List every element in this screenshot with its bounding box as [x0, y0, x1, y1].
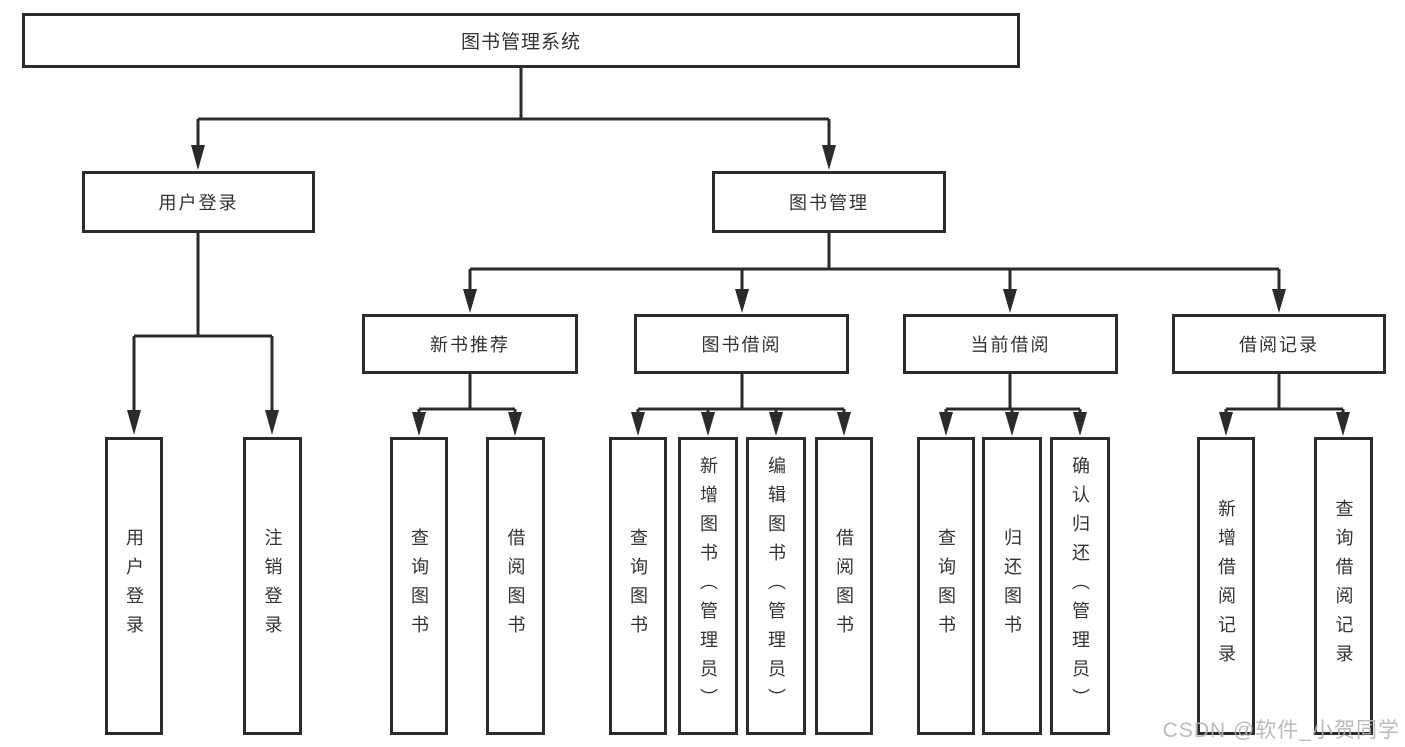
node-label: 归还图书: [1002, 528, 1022, 644]
node-label: 图书管理系统: [460, 32, 581, 53]
node-label: 查询图书: [409, 528, 429, 644]
leaf-query-borrow-record: 查询借阅记录: [1314, 437, 1373, 735]
leaf-borrow-books-recommend: 借阅图书: [486, 437, 545, 735]
arrowheads-book-management-children: [463, 289, 1286, 313]
leaf-confirm-return-admin: 确认归还（管理员）: [1050, 437, 1110, 735]
node-library-management-system: 图书管理系统: [22, 13, 1020, 68]
arrowheads-borrowing-records-children: [1219, 412, 1350, 436]
node-label: 图书管理: [789, 193, 869, 213]
node-current-borrowing: 当前借阅: [903, 314, 1118, 374]
node-label: 查询图书: [628, 528, 648, 644]
node-label: 新书推荐: [430, 335, 510, 355]
arrowheads-user-login-children: [127, 410, 279, 435]
leaf-add-book-admin: 新增图书（管理员）: [678, 437, 738, 735]
leaf-query-books-borrowing: 查询图书: [609, 437, 667, 735]
connector-current-borrowing-children: [944, 374, 1082, 414]
connector-borrowing-records-children: [1224, 374, 1345, 414]
node-label: 用户登录: [158, 193, 239, 213]
csdn-watermark: CSDN @软件_小贺同学: [1162, 719, 1400, 742]
leaf-borrow-books: 借阅图书: [815, 437, 873, 735]
node-label: 当前借阅: [970, 335, 1051, 355]
connector-new-book-recommend-children: [417, 374, 517, 414]
connector-root-to-level2: [196, 68, 831, 147]
leaf-user-login: 用户登录: [105, 437, 163, 735]
node-label: 确认归还（管理员）: [1070, 455, 1090, 717]
node-user-login: 用户登录: [82, 171, 315, 233]
arrowheads-new-book-recommend-children: [412, 412, 522, 436]
leaf-add-borrow-record: 新增借阅记录: [1197, 437, 1255, 735]
node-label: 编辑图书（管理员）: [766, 455, 786, 717]
connector-book-management-children: [468, 233, 1281, 291]
node-label: 新增图书（管理员）: [698, 455, 718, 717]
node-label: 借阅图书: [505, 528, 526, 644]
node-book-borrowing: 图书借阅: [634, 314, 849, 374]
node-label: 新增借阅记录: [1216, 499, 1236, 673]
node-book-management: 图书管理: [712, 171, 946, 233]
node-new-book-recommend: 新书推荐: [362, 314, 578, 374]
node-label: 查询图书: [936, 528, 956, 644]
node-label: 用户登录: [124, 528, 144, 644]
node-label: 借阅记录: [1239, 335, 1319, 355]
leaf-query-books-current: 查询图书: [917, 437, 975, 735]
connector-user-login-children: [132, 233, 274, 412]
node-label: 图书借阅: [701, 335, 782, 355]
node-label: 借阅图书: [834, 528, 854, 644]
arrowheads-book-borrowing-children: [631, 412, 851, 436]
arrowheads-root-to-level2: [191, 145, 836, 170]
node-label: 查询借阅记录: [1333, 499, 1354, 673]
leaf-return-books: 归还图书: [982, 437, 1042, 735]
leaf-edit-book-admin: 编辑图书（管理员）: [746, 437, 806, 735]
leaf-logout-login: 注销登录: [243, 437, 302, 735]
arrowheads-current-borrowing-children: [939, 412, 1087, 436]
node-label: 注销登录: [262, 528, 283, 644]
leaf-query-books-recommend: 查询图书: [390, 437, 448, 735]
node-borrowing-records: 借阅记录: [1172, 314, 1386, 374]
connector-book-borrowing-children: [636, 374, 846, 414]
